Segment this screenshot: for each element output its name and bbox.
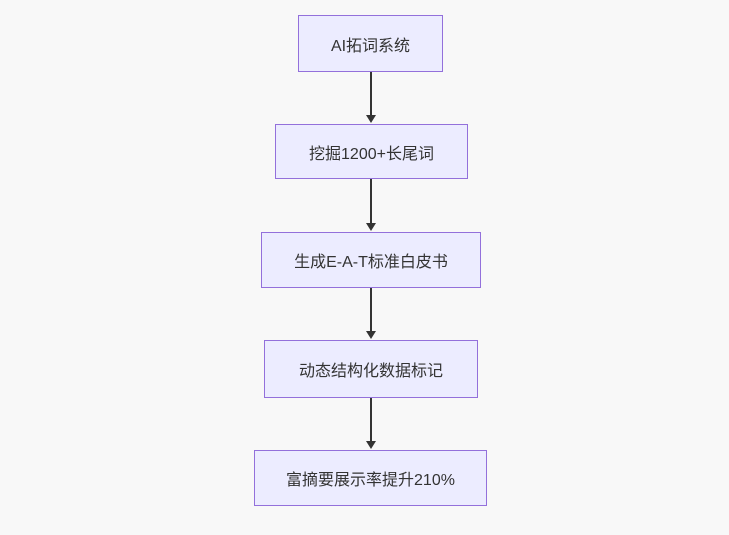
flowchart-node-rich-snippet-rate: 富摘要展示率提升210% [254,450,487,506]
flowchart-node-structured-data-markup: 动态结构化数据标记 [264,340,478,398]
arrowhead-icon [365,331,376,339]
arrowhead-icon [365,441,376,449]
node-label: 动态结构化数据标记 [298,363,443,380]
arrowhead-icon [365,223,376,231]
edge-line [369,398,372,441]
arrowhead-icon [365,115,376,123]
edge-d-e [365,398,376,449]
flowchart-node-ai-word-expansion: AI拓词系统 [298,15,443,72]
flowchart-node-longtail-mining: 挖掘1200+长尾词 [275,124,468,179]
edge-line [369,179,372,223]
node-label: 挖掘1200+长尾词 [309,145,434,163]
flowchart-node-eat-whitepaper: 生成E-A-T标准白皮书 [261,232,481,288]
edge-a-b [365,72,376,123]
node-label: AI拓词系统 [330,37,411,55]
edge-c-d [365,288,376,339]
node-label: 生成E-A-T标准白皮书 [294,254,448,271]
edge-line [369,288,372,331]
node-label: 富摘要展示率提升210% [286,472,455,489]
edge-line [369,72,372,115]
edge-b-c [365,179,376,231]
